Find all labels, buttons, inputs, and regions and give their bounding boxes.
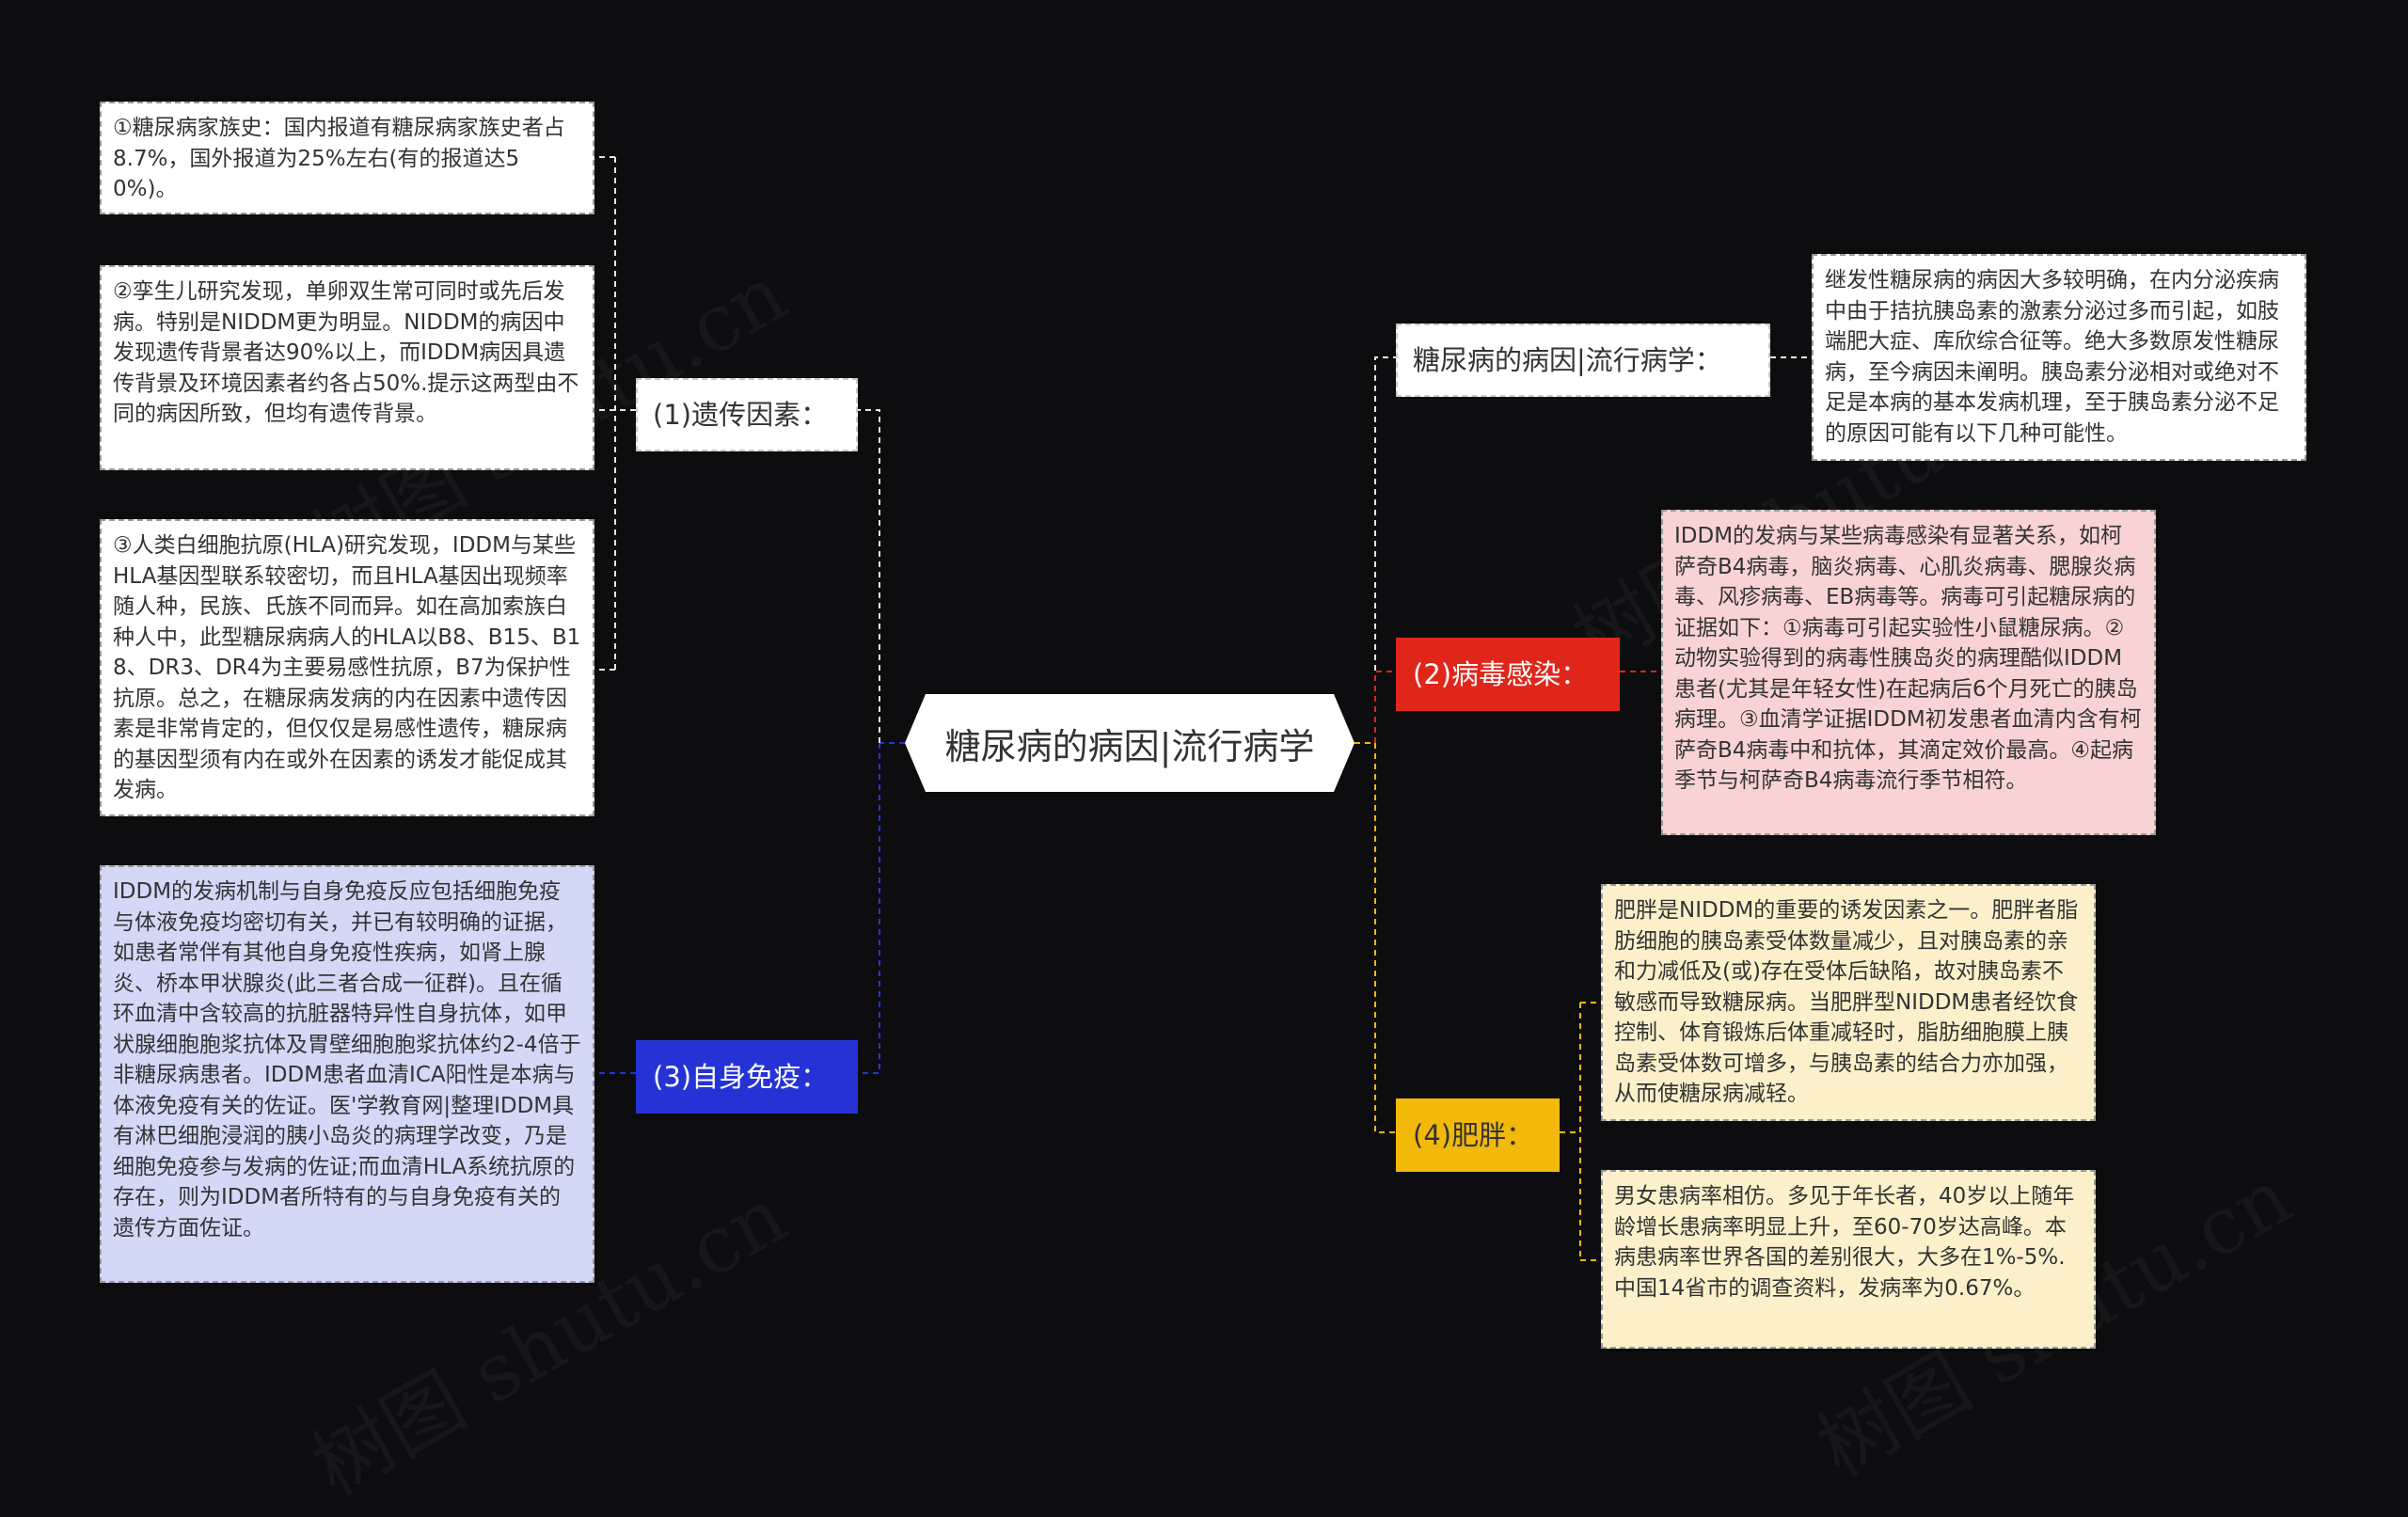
note-genetic-2: ②孪生儿研究发现，单卵双生常可同时或先后发病。特别是NIDDM更为明显。NIDD… [100, 265, 594, 470]
link-trunk-obesity [1374, 743, 1396, 1133]
branch-virus[interactable]: (2)病毒感染： [1396, 638, 1620, 711]
root-title: 糖尿病的病因|流行病学 [944, 725, 1315, 767]
link-trunk-virus [1374, 671, 1396, 743]
note-autoimmune: IDDM的发病机制与自身免疫反应包括细胞免疫与体液免疫均密切有关，并已有较明确的… [100, 865, 594, 1283]
link-trunk-autoimmune [858, 743, 880, 1074]
root-node[interactable]: 糖尿病的病因|流行病学 [905, 694, 1354, 792]
note-genetic-1: ①糖尿病家族史：国内报道有糖尿病家族史者占8.7%，国外报道为25%左右(有的报… [100, 102, 594, 214]
branch-obesity[interactable]: (4)肥胖： [1396, 1098, 1560, 1172]
note-virus: IDDM的发病与某些病毒感染有显著关系，如柯萨奇B4病毒，脑炎病毒、心肌炎病毒、… [1661, 510, 2156, 835]
link-trunk-genetic [858, 409, 880, 743]
note-intro: 继发性糖尿病的病因大多较明确，在内分泌疾病中由于拮抗胰岛素的激素分泌过多而引起，… [1812, 254, 2306, 461]
branch-autoimmune[interactable]: (3)自身免疫： [636, 1040, 858, 1114]
note-obesity-2: 男女患病率相仿。多见于年长者，40岁以上随年龄增长患病率明显上升，至60-70岁… [1601, 1170, 2096, 1349]
note-obesity-1: 肥胖是NIDDM的重要的诱发因素之一。肥胖者脂肪细胞的胰岛素受体数量减少，且对胰… [1601, 884, 2096, 1121]
branch-intro[interactable]: 糖尿病的病因|流行病学： [1396, 324, 1770, 397]
link-obesity-notes [1560, 1002, 1601, 1261]
note-genetic-3: ③人类白细胞抗原(HLA)研究发现，IDDM与某些HLA基因型联系较密切，而且H… [100, 519, 594, 816]
branch-genetic[interactable]: (1)遗传因素： [636, 378, 858, 451]
link-genetic-notes [594, 156, 636, 671]
link-trunk-intro [1374, 356, 1396, 743]
connector-lines [594, 156, 1812, 1261]
